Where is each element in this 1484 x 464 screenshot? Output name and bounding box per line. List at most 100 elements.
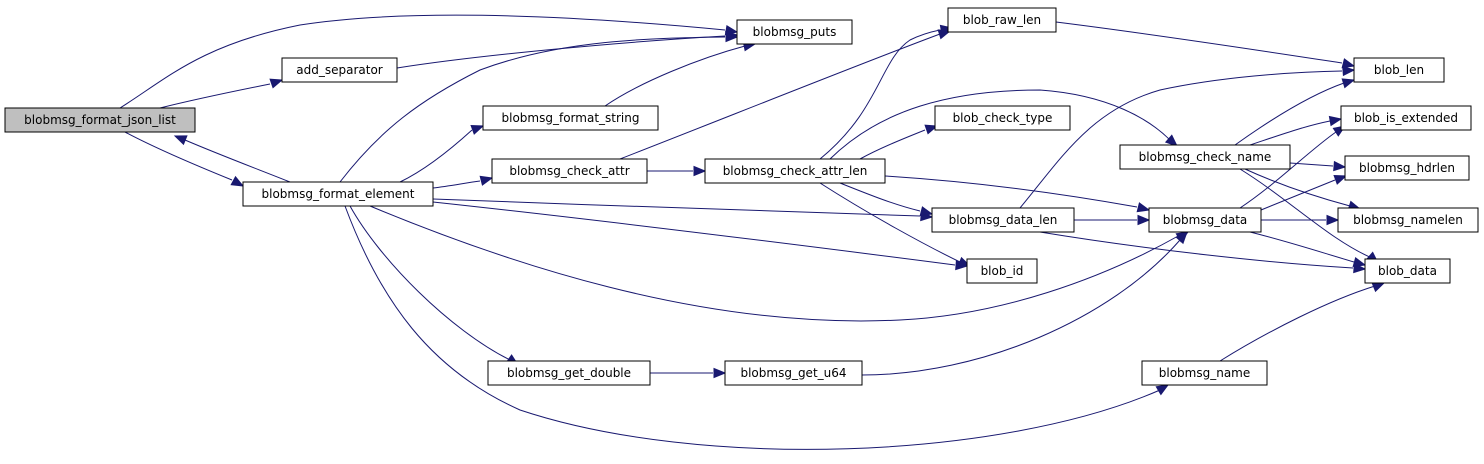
edge-line — [861, 239, 1181, 376]
node-blob-id[interactable]: blob_id — [966, 258, 1038, 284]
node-blobmsg-get-double[interactable]: blobmsg_get_double — [487, 360, 651, 386]
node-label: blobmsg_data — [1163, 213, 1248, 227]
node-blobmsg-puts[interactable]: blobmsg_puts — [736, 19, 853, 45]
edge-arrowhead — [1175, 231, 1188, 245]
node-label: blob_data — [1378, 264, 1437, 278]
edge-check-attr-to-check-attr-len — [646, 165, 707, 177]
node-add-separator[interactable]: add_separator — [281, 57, 398, 83]
node-blobmsg-check-attr-len[interactable]: blobmsg_check_attr_len — [704, 158, 886, 184]
node-label: blob_is_extended — [1354, 111, 1458, 125]
edge-line — [839, 182, 921, 212]
edge-fmt-json-list-to-add-sep — [159, 78, 284, 109]
edge-arrowhead — [173, 135, 188, 146]
node-box — [1337, 207, 1479, 233]
edge-arrowhead — [1136, 202, 1151, 213]
edge-line — [349, 205, 511, 361]
edge-msg-data-to-blob-data — [1249, 231, 1367, 267]
edge-check-attr-len-to-msg-data — [884, 175, 1151, 213]
node-box — [242, 181, 434, 207]
node-blobmsg-check-attr[interactable]: blobmsg_check_attr — [491, 158, 648, 184]
edge-line — [829, 89, 1171, 160]
edge-msg-data-to-hdrlen — [1260, 174, 1348, 211]
node-box — [1364, 258, 1451, 284]
node-box — [947, 7, 1057, 33]
edge-arrowhead — [713, 367, 727, 379]
node-blobmsg-namelen[interactable]: blobmsg_namelen — [1337, 207, 1479, 233]
node-box — [1119, 144, 1291, 170]
edge-line — [119, 14, 726, 109]
node-label: blobmsg_puts — [753, 25, 837, 39]
edge-line — [1260, 179, 1336, 211]
edge-arrowhead — [1333, 160, 1347, 172]
edge-add-sep-to-puts — [396, 30, 739, 69]
node-blob-data[interactable]: blob_data — [1364, 258, 1451, 284]
call-graph-nodes: blobmsg_format_json_list blobmsg_puts add_… — [4, 7, 1479, 386]
node-blobmsg-format-json-list[interactable]: blobmsg_format_json_list — [4, 107, 196, 133]
edge-fmt-elem-to-check-attr — [432, 175, 494, 189]
node-blobmsg-data[interactable]: blobmsg_data — [1148, 207, 1262, 233]
node-label: blobmsg_namelen — [1353, 213, 1463, 227]
node-blobmsg-format-element[interactable]: blobmsg_format_element — [242, 181, 434, 207]
node-blobmsg-get-u64[interactable]: blobmsg_get_u64 — [724, 360, 863, 386]
edge-get-double-to-get-u64 — [650, 367, 727, 379]
edge-arrowhead — [1164, 134, 1178, 147]
edge-line — [184, 139, 291, 183]
node-box — [934, 105, 1071, 131]
edge-arrowhead — [924, 124, 939, 135]
node-box — [704, 158, 886, 184]
node-box — [4, 107, 196, 133]
edge-check-name-to-hdrlen — [1289, 160, 1347, 172]
edge-check-attr-len-to-raw-len — [819, 24, 954, 160]
node-label: blobmsg_check_attr_len — [723, 164, 868, 178]
node-label: blobmsg_check_name — [1139, 150, 1272, 164]
node-box — [482, 105, 659, 131]
edge-check-name-to-blob-len — [1234, 78, 1356, 146]
node-blob-check-type[interactable]: blob_check_type — [934, 105, 1071, 131]
node-blob-is-extended[interactable]: blob_is_extended — [1340, 105, 1472, 131]
edge-arrowhead — [1341, 78, 1356, 89]
edge-line — [1239, 131, 1337, 209]
edge-line — [1019, 70, 1343, 209]
edge-fmt-json-list-to-fmt-elem — [124, 131, 245, 187]
node-blobmsg-format-string[interactable]: blobmsg_format_string — [482, 105, 659, 131]
edge-arrowhead — [693, 165, 707, 177]
edge-arrowhead — [1326, 214, 1340, 226]
edge-check-name-to-is-ext — [1249, 115, 1343, 146]
edge-line — [399, 129, 473, 183]
edge-line — [1249, 231, 1355, 263]
edge-line — [432, 198, 921, 217]
node-blob-raw-len[interactable]: blob_raw_len — [947, 7, 1057, 33]
node-box — [1353, 57, 1445, 83]
node-label: blobmsg_format_json_list — [24, 113, 176, 127]
edge-msg-data-to-namelen — [1261, 214, 1340, 226]
node-blobmsg-name[interactable]: blobmsg_name — [1141, 360, 1268, 386]
node-label: blob_len — [1374, 63, 1424, 77]
node-box — [487, 360, 651, 386]
edge-arrowhead — [1155, 384, 1170, 396]
edge-msg-name-to-blob-data — [1219, 282, 1386, 362]
node-blobmsg-data-len[interactable]: blobmsg_data_len — [931, 207, 1075, 233]
edge-line — [124, 131, 233, 181]
edge-fmt-elem-to-puts — [339, 31, 739, 183]
node-blob-len[interactable]: blob_len — [1353, 57, 1445, 83]
edge-arrowhead — [1341, 58, 1356, 69]
edge-line — [1239, 168, 1373, 259]
edge-fmt-elem-to-msg-name — [344, 205, 1170, 450]
edge-check-attr-len-to-data-len — [839, 182, 934, 217]
edge-data-len-to-blob-len — [1019, 65, 1356, 209]
edge-line — [159, 83, 271, 109]
node-label: blobmsg_format_element — [262, 187, 415, 201]
node-label: blobmsg_get_u64 — [740, 366, 846, 380]
edge-arrowhead — [725, 31, 739, 43]
node-box — [1148, 207, 1262, 233]
node-label: blobmsg_data_len — [949, 213, 1058, 227]
edge-arrowhead — [479, 175, 494, 186]
edge-fmt-string-to-puts — [604, 41, 757, 107]
node-blobmsg-check-name[interactable]: blobmsg_check_name — [1119, 144, 1291, 170]
node-box — [1340, 105, 1472, 131]
edge-raw-len-to-blob-len — [1055, 21, 1356, 69]
node-blobmsg-hdrlen[interactable]: blobmsg_hdrlen — [1344, 155, 1470, 181]
edge-fmt-elem-to-fmt-string — [399, 124, 485, 183]
edge-arrowhead — [919, 206, 934, 217]
